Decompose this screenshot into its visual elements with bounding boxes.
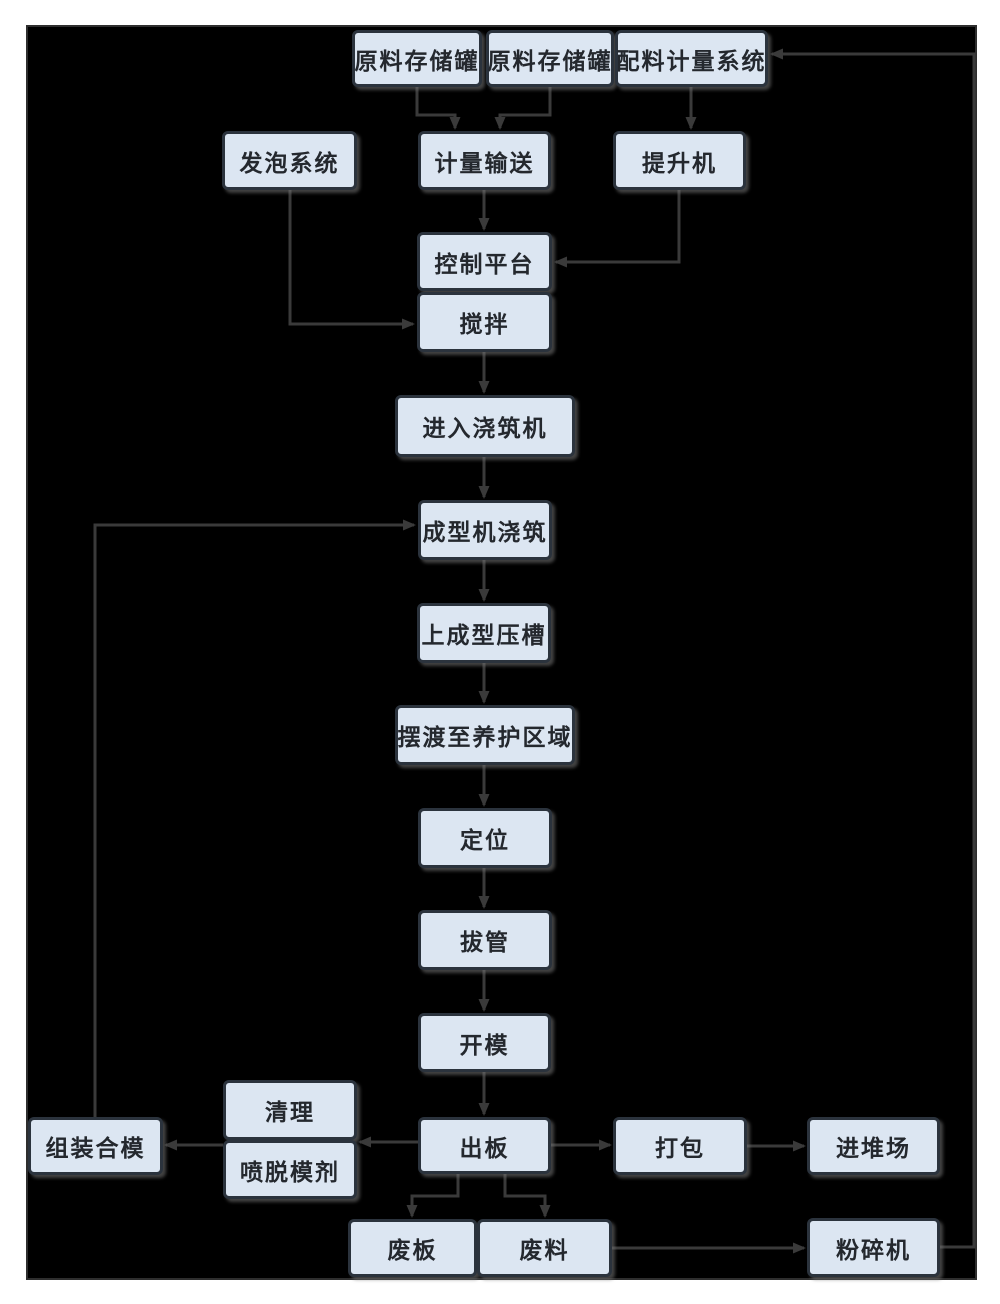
- node-label: 进堆场: [836, 1135, 911, 1162]
- node-control-platform: 控制平台: [417, 232, 552, 291]
- node-raw-material-tank-1: 原料存储罐: [352, 30, 482, 87]
- node-elevator: 提升机: [613, 131, 746, 190]
- node-label: 组装合模: [45, 1135, 146, 1162]
- node-label: 清理: [265, 1099, 315, 1126]
- node-waste-material: 废料: [477, 1219, 612, 1277]
- node-mold-opening: 开模: [418, 1013, 551, 1072]
- node-spray-release-agent: 喷脱模剂: [223, 1140, 357, 1199]
- node-into-stack-yard: 进堆场: [807, 1117, 940, 1175]
- node-assemble-close-mold: 组装合模: [28, 1117, 163, 1175]
- node-label: 打包: [655, 1135, 705, 1162]
- node-label: 配料计量系统: [616, 47, 767, 75]
- node-batching-metering-system: 配料计量系统: [615, 30, 768, 87]
- node-label: 粉碎机: [836, 1236, 911, 1264]
- node-label: 废板: [387, 1237, 438, 1264]
- node-label: 上成型压槽: [421, 622, 547, 649]
- node-label: 摆渡至养护区域: [397, 724, 573, 751]
- node-label: 出板: [459, 1134, 510, 1162]
- node-raw-material-tank-2: 原料存储罐: [486, 30, 614, 87]
- node-waste-board: 废板: [348, 1219, 477, 1277]
- node-label: 发泡系统: [239, 149, 340, 177]
- node-label: 原料存储罐: [487, 47, 613, 75]
- node-label: 原料存储罐: [354, 47, 480, 75]
- node-ferry-to-curing-area: 摆渡至养护区域: [395, 705, 575, 765]
- node-packing: 打包: [613, 1117, 747, 1175]
- node-label: 废料: [519, 1237, 570, 1264]
- node-label: 开模: [459, 1031, 510, 1059]
- node-label: 拔管: [460, 929, 510, 956]
- node-cleaning: 清理: [223, 1080, 357, 1140]
- node-label: 计量输送: [434, 149, 535, 177]
- node-metering-conveying: 计量输送: [418, 131, 551, 190]
- node-label: 喷脱模剂: [240, 1158, 340, 1186]
- node-crusher: 粉碎机: [807, 1218, 940, 1277]
- node-foaming-system: 发泡系统: [222, 131, 357, 190]
- node-label: 搅拌: [459, 311, 510, 338]
- node-forming-machine-pouring: 成型机浇筑: [418, 500, 552, 560]
- node-label: 进入浇筑机: [422, 415, 548, 442]
- node-mixing: 搅拌: [417, 292, 552, 352]
- node-tube-pulling: 拔管: [418, 910, 552, 970]
- node-forming-press-groove: 上成型压槽: [417, 603, 551, 663]
- node-board-out: 出板: [418, 1117, 551, 1174]
- node-label: 定位: [460, 827, 510, 854]
- node-label: 成型机浇筑: [422, 519, 548, 546]
- node-enter-pouring-machine: 进入浇筑机: [395, 395, 575, 457]
- node-label: 提升机: [642, 149, 717, 177]
- node-label: 控制平台: [434, 250, 535, 278]
- node-positioning: 定位: [418, 808, 552, 868]
